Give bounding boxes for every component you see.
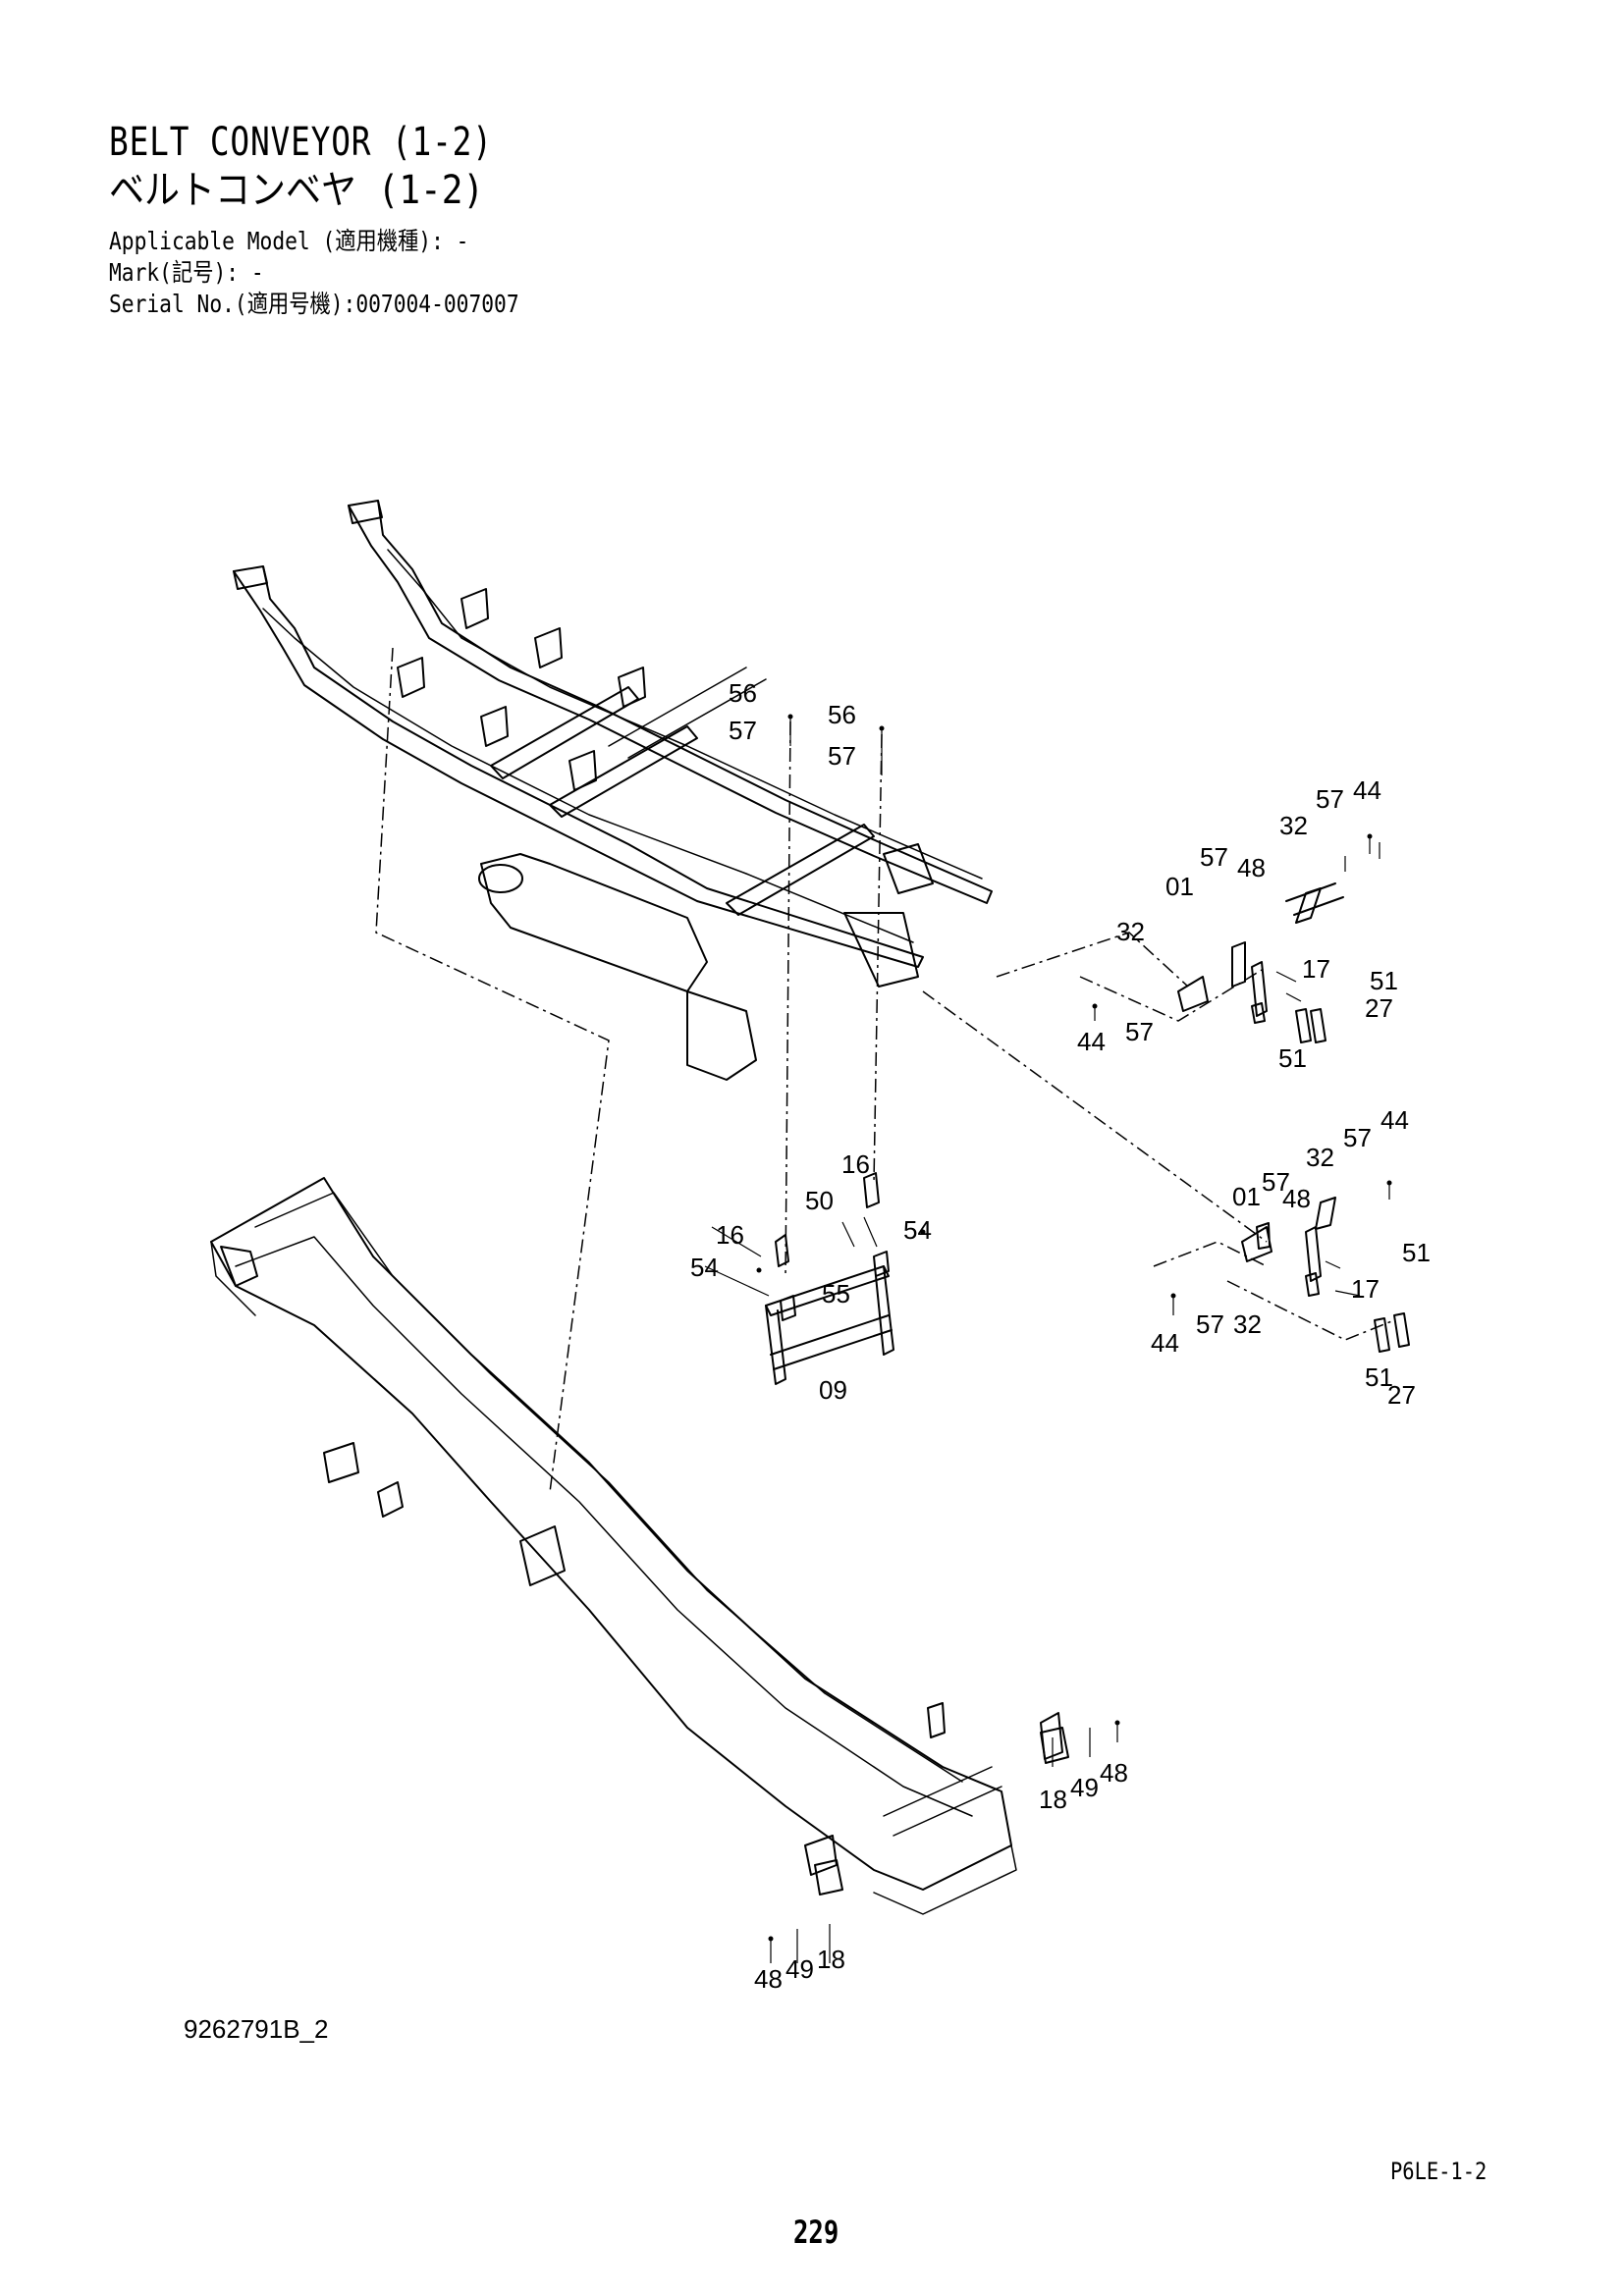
page-code: P6LE-1-2 [1390, 2158, 1488, 2185]
callout-label: 50 [805, 1186, 834, 1215]
callout-label: 32 [1279, 811, 1308, 840]
callout-label: 57 [1125, 1017, 1154, 1046]
callout-label: 51 [1365, 1362, 1393, 1392]
callout-label: 57 [1200, 842, 1228, 872]
callout-label: 01 [1165, 872, 1194, 901]
callout-label: 54 [690, 1253, 719, 1282]
callout-label: 48 [754, 1964, 783, 1994]
callout-label: 18 [817, 1945, 845, 1974]
callout-labels: 56 57 56 57 57 44 32 57 48 01 32 17 51 2… [690, 678, 1431, 1994]
callout-label: 48 [1282, 1184, 1311, 1213]
callout-label: 44 [1077, 1027, 1106, 1056]
mark: Mark(記号): - [109, 258, 264, 287]
callout-label: 56 [828, 700, 856, 729]
callout-label: 57 [1316, 784, 1344, 814]
page-title-japanese: ベルトコンベヤ (1-2) [109, 168, 485, 213]
lower-conveyor [210, 1177, 1063, 1915]
callout-label: 16 [716, 1220, 744, 1250]
callout-label: 27 [1387, 1380, 1416, 1410]
page-number: 229 [793, 2214, 839, 2251]
callout-label: 56 [729, 678, 757, 708]
step-bracket [765, 1172, 894, 1385]
callout-label: 49 [785, 1954, 814, 1984]
callout-label: 16 [841, 1149, 870, 1179]
upper-frame [233, 500, 993, 1081]
callout-label: 48 [1100, 1758, 1128, 1788]
callout-label: 57 [1343, 1123, 1372, 1152]
callout-label: 51 [1370, 966, 1398, 995]
drawing-id: 9262791B_2 [184, 2014, 329, 2044]
right-bracket-assembly-lower [1241, 1197, 1410, 1353]
callout-label: 57 [729, 716, 757, 745]
callout-label: 57 [828, 741, 856, 771]
callout-label: 17 [1302, 954, 1330, 984]
applicable-model: Applicable Model (適用機種): - [109, 227, 469, 255]
right-bracket-assembly-upper [1177, 882, 1344, 1043]
callout-label: 48 [1237, 853, 1266, 882]
callout-label: 32 [1116, 917, 1145, 946]
callout-label: 55 [822, 1279, 850, 1308]
callout-label: 44 [1151, 1328, 1179, 1358]
lower-brackets [814, 1727, 1069, 1896]
callout-label: 51 [1278, 1043, 1307, 1073]
callout-label: 49 [1070, 1773, 1099, 1802]
callout-label: 57 [1262, 1167, 1290, 1197]
callout-label: 18 [1039, 1785, 1067, 1814]
callout-label: 51 [1402, 1238, 1431, 1267]
callout-label: 01 [1232, 1182, 1261, 1211]
callout-label: 27 [1365, 993, 1393, 1023]
callout-label: 54 [903, 1215, 932, 1245]
callout-label: 44 [1380, 1105, 1409, 1135]
callout-label: 09 [819, 1375, 847, 1405]
callout-label: 32 [1306, 1143, 1334, 1172]
callout-label: 44 [1353, 775, 1381, 805]
serial-number: Serial No.(適用号機):007004-007007 [109, 290, 519, 318]
callout-label: 32 [1233, 1309, 1262, 1339]
callout-label: 17 [1351, 1274, 1380, 1304]
page-title: BELT CONVEYOR (1-2) [109, 120, 493, 165]
callout-label: 57 [1196, 1309, 1224, 1339]
